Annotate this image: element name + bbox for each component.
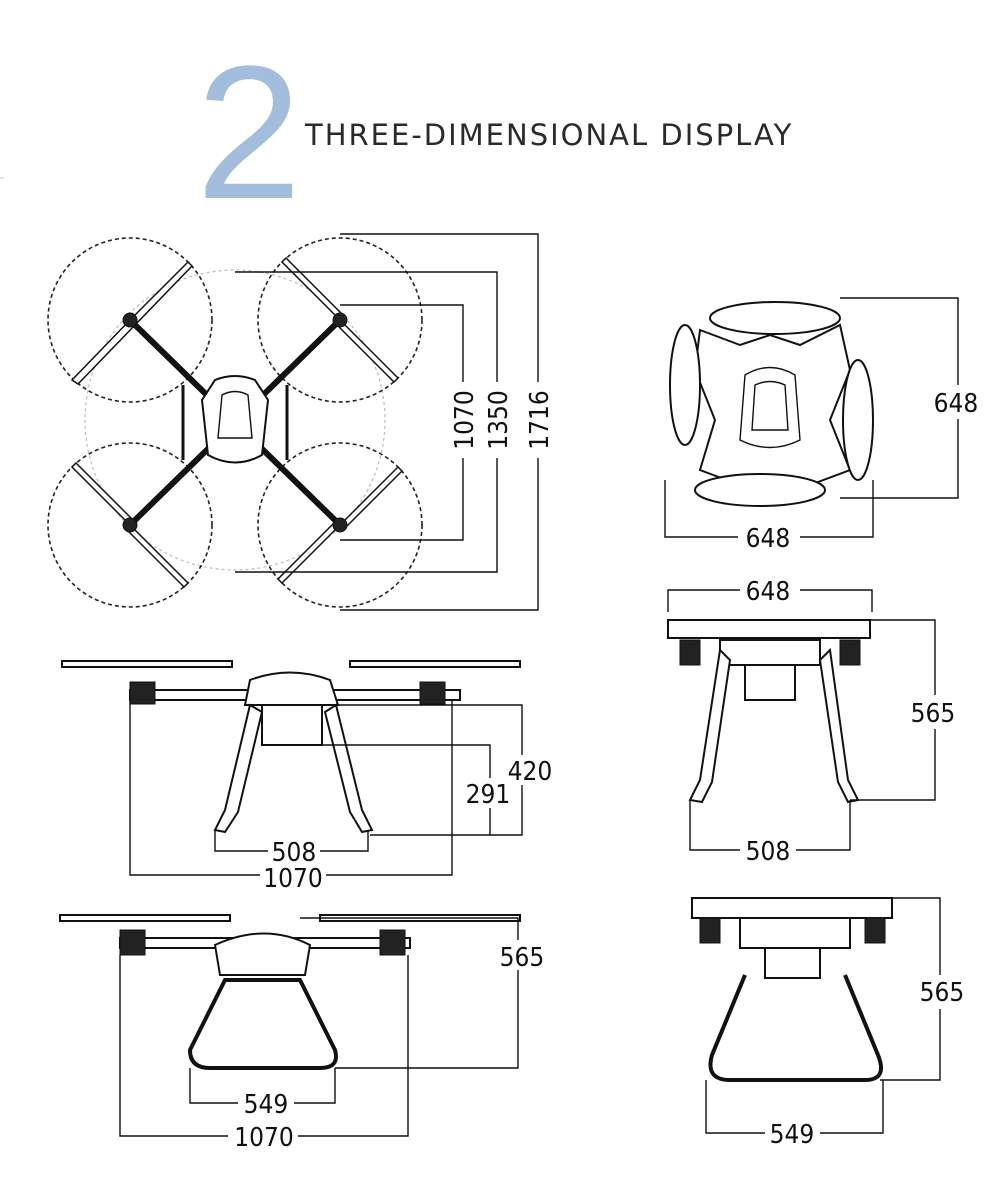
front-view: 420 291 508 1070 bbox=[61, 660, 555, 894]
top-view-folded: 648 648 bbox=[664, 297, 980, 554]
front-view-landing-gear: 565 549 1070 bbox=[59, 914, 550, 1153]
dim-565-label: 565 bbox=[911, 699, 956, 729]
dim-549-label: 549 bbox=[244, 1090, 289, 1120]
dim-549-label: 549 bbox=[770, 1120, 815, 1150]
dim-648-label: 648 bbox=[746, 577, 791, 607]
dim-648-width-label: 648 bbox=[746, 524, 791, 554]
dim-420-label: 420 bbox=[508, 757, 553, 787]
section-title: THREE-DIMENSIONAL DISPLAY bbox=[305, 118, 794, 152]
dim-291-label: 291 bbox=[466, 780, 511, 810]
dim-565-label: 565 bbox=[500, 943, 545, 973]
dim-1070-label: 1070 bbox=[234, 1123, 294, 1153]
dim-1716-label: 1716 bbox=[525, 390, 555, 450]
section-number: 2 bbox=[196, 27, 302, 239]
side-view: 648 565 508 bbox=[667, 576, 960, 867]
dim-1070-label: 1070 bbox=[450, 390, 480, 450]
dim-1070-label: 1070 bbox=[263, 864, 323, 894]
dim-508-label: 508 bbox=[746, 837, 791, 867]
dim-648-height-label: 648 bbox=[934, 389, 979, 419]
dim-565-label: 565 bbox=[920, 978, 965, 1008]
side-view-landing-gear: 565 549 bbox=[691, 897, 970, 1150]
dim-508-label: 508 bbox=[272, 838, 317, 868]
top-view-unfolded: 1070 1350 1716 bbox=[47, 233, 555, 611]
dim-1350-label: 1350 bbox=[484, 390, 514, 450]
